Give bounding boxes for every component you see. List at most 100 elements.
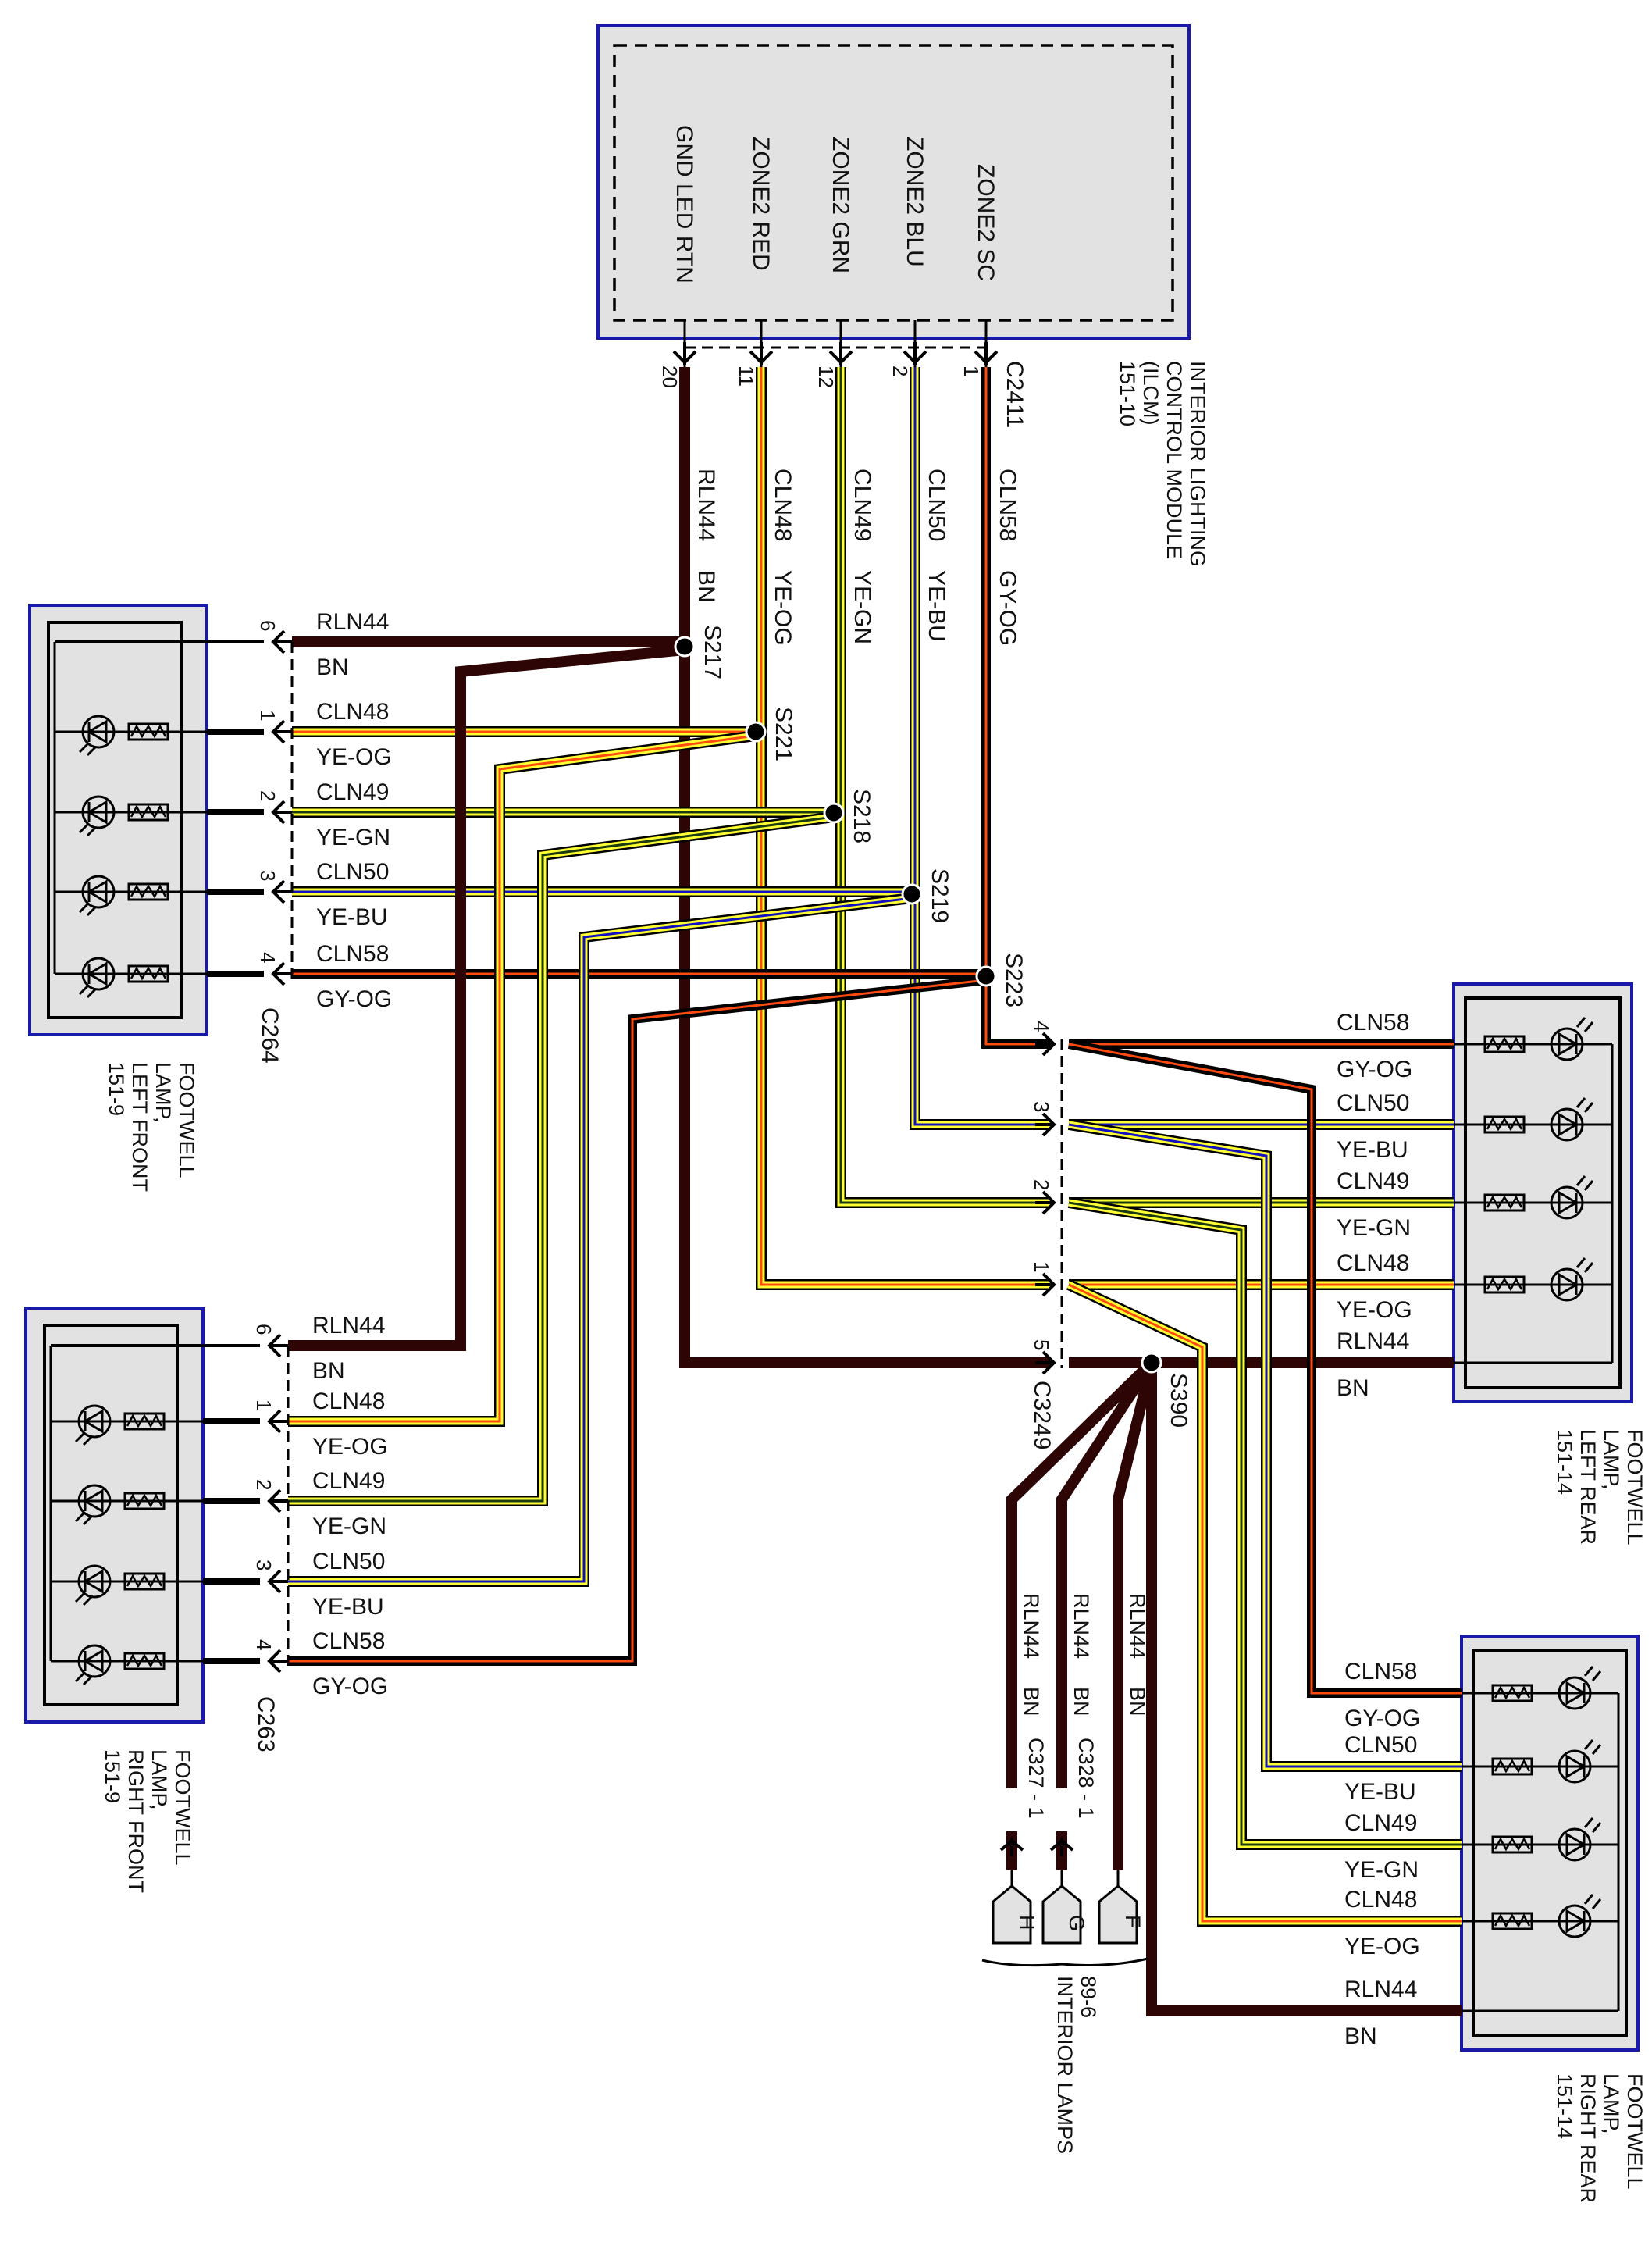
wire-circuit-label: RLN44 — [1126, 1593, 1149, 1659]
light-ray-icon — [1591, 1670, 1602, 1681]
connector-pin-number: 1 — [252, 1399, 276, 1410]
wire-circuit-label: CLN58 — [995, 469, 1020, 541]
wire-rf-cln58 — [288, 975, 987, 1666]
splice-label: S218 — [849, 789, 874, 843]
connector-pin-number: 3 — [1030, 1101, 1053, 1112]
wire-color-label: GY-OG — [995, 570, 1020, 646]
wire-stripe — [1068, 1123, 1462, 1768]
wire-stripe — [288, 815, 835, 1503]
wire-color-label: BN — [1344, 2023, 1377, 2049]
connector-pin-icon — [828, 342, 853, 365]
splice-s217 — [674, 636, 696, 658]
wire-circuit-label: CLN48 — [1337, 1250, 1409, 1276]
module-pin-function: ZONE2 BLU — [902, 137, 927, 267]
splice-s223 — [975, 965, 997, 987]
right-rear-lamp-title: RIGHT REAR — [1576, 2073, 1600, 2203]
left-rear-lamp-title: FOOTWELL — [1623, 1429, 1647, 1545]
connector-pin-icon — [1049, 1838, 1074, 1856]
wire-circuit-label: CLN50 — [312, 1549, 385, 1574]
connector-pin-number: 2 — [252, 1479, 276, 1490]
ilcm-module-box — [596, 24, 1191, 340]
wire-cln50-trunk — [910, 367, 1050, 1130]
wire-color-label: YE-GN — [312, 1513, 386, 1539]
wire-rln44-trunk — [679, 367, 1050, 1368]
module-title: INTERIOR LIGHTING — [1186, 361, 1209, 567]
wire-color-label: BN — [1337, 1375, 1369, 1401]
light-ray-icon — [1583, 1666, 1594, 1677]
wire-il-g — [1056, 1360, 1156, 1870]
light-ray-icon — [1575, 1017, 1586, 1028]
terminal-f — [1098, 1884, 1138, 1945]
connector-pin-icon — [271, 879, 292, 904]
wire-core — [1146, 1363, 1462, 2016]
wire-color-label: GY-OG — [1337, 1057, 1412, 1082]
wire-circuit-label: CLN58 — [1337, 1010, 1409, 1036]
light-ray-icon — [1575, 1097, 1586, 1108]
wire-rr-cln58 — [1067, 1039, 1462, 1698]
connector-pin-icon — [672, 342, 697, 365]
light-ray-icon — [1583, 1262, 1594, 1273]
left-front-lamp-box — [28, 604, 208, 1036]
interior-lamps-title: INTERIOR LAMPS — [1053, 1976, 1077, 2154]
connector-pin-icon — [1035, 1350, 1056, 1375]
wire-color-label: BN — [1020, 1687, 1043, 1717]
wire-color-label: YE-OG — [1344, 1934, 1420, 1959]
module-pin-function: ZONE2 SC — [973, 164, 999, 281]
wire-color-label: YE-BU — [1344, 1779, 1416, 1805]
lamp-internal-frame — [47, 621, 183, 1019]
wire-stripe — [1068, 1283, 1462, 1923]
wire-circuit-label: CLN48 — [770, 469, 796, 541]
wire-stripe — [1068, 1043, 1462, 1695]
connector-pin-number: 5 — [1030, 1339, 1053, 1350]
light-ray-icon — [1583, 1021, 1594, 1032]
wire-circuit-label: CLN49 — [1344, 1810, 1417, 1836]
connector-pin-number: 1 — [256, 710, 279, 721]
left-rear-lamp-box — [1452, 982, 1633, 1403]
wire-color-label: YE-GN — [1337, 1215, 1411, 1241]
light-ray-icon — [1575, 1175, 1586, 1186]
connector-pin-icon — [271, 719, 292, 744]
splice-s219 — [901, 883, 923, 905]
wire-rf-cln50 — [288, 893, 913, 1587]
wire-color-label: YE-BU — [312, 1594, 384, 1620]
connector-pin-number: 3 — [256, 870, 279, 881]
light-ray-icon — [1591, 1898, 1602, 1909]
wire-core — [1056, 1360, 1156, 1870]
wire-stripe — [288, 979, 987, 1663]
splice-s221 — [745, 721, 767, 743]
wire-color-label: YE-GN — [316, 825, 390, 850]
light-ray-icon — [1591, 1822, 1602, 1833]
wire-rr-cln48 — [1066, 1279, 1462, 1927]
connector-pin-icon — [1035, 1190, 1056, 1215]
wire-circuit-label: CLN49 — [312, 1468, 385, 1494]
wire-il-f — [1113, 1361, 1157, 1870]
module-pin-number: 20 — [658, 365, 682, 388]
wire-rr-rln44 — [1146, 1363, 1462, 2016]
wire-cln48-trunk — [756, 367, 1050, 1290]
connector-pin-icon — [1035, 1032, 1056, 1057]
wire-circuit-label: CLN58 — [312, 1628, 385, 1654]
wire-color-label: YE-BU — [1337, 1137, 1408, 1163]
connector-pin-number: 2 — [1030, 1179, 1053, 1190]
wire-stripe — [288, 897, 913, 1583]
connector-pin-icon — [1035, 1112, 1056, 1137]
connector-pin-icon — [271, 629, 292, 654]
module-pin-number: 2 — [888, 365, 912, 376]
light-ray-icon — [1583, 1739, 1594, 1750]
connector-pin-icon — [267, 1409, 288, 1434]
wire-circuit-label: CLN49 — [849, 469, 875, 541]
wire-stripe — [913, 367, 1050, 1126]
right-front-lamp-title: 151-9 — [101, 1749, 124, 1803]
wire-circuit-label: CLN50 — [1337, 1090, 1409, 1116]
connector-pin-icon — [903, 342, 927, 365]
wire-circuit-label: CLN50 — [316, 859, 389, 885]
wire-color-label: YE-BU — [924, 570, 949, 642]
module-pin-function: ZONE2 GRN — [828, 137, 853, 273]
wire-core — [1113, 1361, 1157, 1870]
connector-pin-number: 4 — [1030, 1021, 1053, 1032]
wire-color-label: YE-OG — [1337, 1297, 1412, 1323]
wire-color-label: GY-OG — [316, 986, 392, 1012]
wire-circuit-label: CLN48 — [312, 1389, 385, 1414]
wire-color-label: YE-OG — [316, 744, 392, 770]
